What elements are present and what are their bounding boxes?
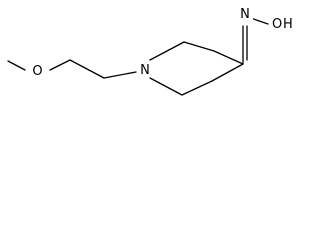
hydroxyl-group: O H — [269, 15, 296, 32]
oxime-nitrogen-label: N — [240, 7, 250, 22]
structure-diagram: O N N O H — [7, 6, 296, 96]
bond-methyl-ether-oxygen — [7, 60, 26, 71]
bond-ch2-ring-nitrogen — [103, 71, 137, 79]
ring-nitrogen-atom: N — [137, 61, 153, 78]
bond-c6-ring-nitrogen — [149, 77, 183, 96]
hydroxyl-hydrogen-label: H — [283, 17, 293, 32]
bond-ether-oxygen-ch2 — [49, 59, 71, 71]
ether-oxygen-atom: O — [29, 62, 46, 79]
bond-c2-c3 — [183, 41, 215, 52]
bond-c5-c6 — [181, 80, 213, 96]
ring-nitrogen-label: N — [140, 63, 150, 78]
ether-oxygen-label: O — [32, 64, 42, 79]
oxime-nitrogen-atom: N — [237, 6, 253, 22]
bond-c3-c4 — [213, 50, 244, 65]
hydroxyl-oxygen-label: O — [272, 17, 282, 32]
bond-ch2-ch2 — [69, 59, 105, 79]
bond-ring-nitrogen-c2 — [149, 41, 185, 61]
bond-c4-c5 — [211, 63, 244, 82]
